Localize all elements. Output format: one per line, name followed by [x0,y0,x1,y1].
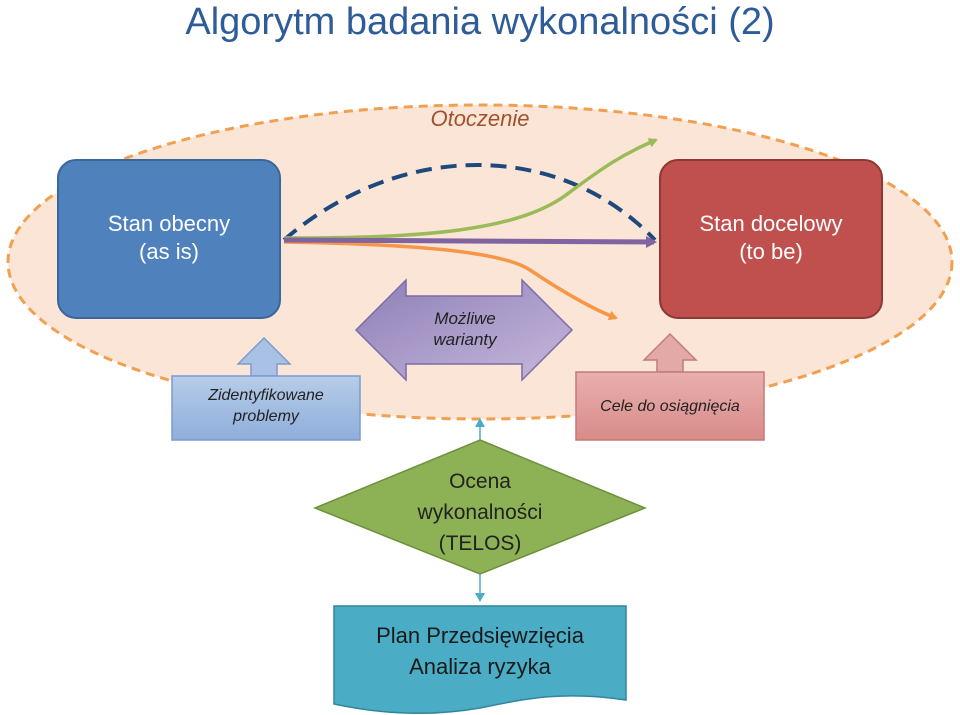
assessment-label: Ocena wykonalności (TELOS) [380,466,580,559]
variants-line2: warianty [433,330,497,349]
goals-box [575,371,765,441]
orange-variant-path [283,240,618,321]
current-state-box [57,159,281,319]
assessment-line3: (TELOS) [438,532,522,555]
goals-up-arrow [642,332,698,373]
problems-label: Zidentyfikowane problemy [172,385,360,427]
problems-line1: Zidentyfikowane [208,387,324,404]
variants-label: Możliwe warianty [400,308,530,350]
current-state-line2: (as is) [139,239,199,264]
assessment-line2: wykonalności [417,501,543,524]
plan-line2: Analiza ryzyka [409,654,551,679]
target-state-label: Stan docelowy (to be) [660,210,882,266]
plan-line1: Plan Przedsięwzięcia [376,623,584,648]
assessment-line1: Ocena [449,470,511,493]
variants-line1: Możliwe [434,309,496,328]
environment-label: Otoczenie [430,106,530,131]
current-state-line1: Stan obecny [107,211,231,236]
current-state-label: Stan obecny (as is) [58,210,280,266]
problems-line2: problemy [233,408,299,425]
target-state-line1: Stan docelowy [699,211,843,236]
target-state-box [659,159,883,319]
variants-double-arrow [354,278,574,382]
problems-box [171,375,361,441]
goals-label: Cele do osiągnięcia [600,398,740,415]
dashed-variant-path [282,163,657,242]
purple-variant-path [283,235,657,248]
plan-label: Plan Przedsięwzięcia Analiza ryzyka [334,620,626,682]
problems-up-arrow [236,336,292,377]
target-state-line2: (to be) [739,239,803,264]
page-title: Algorytm badania wykonalności (2) [185,1,775,43]
plan-document [333,605,627,714]
green-variant-path [283,138,658,240]
